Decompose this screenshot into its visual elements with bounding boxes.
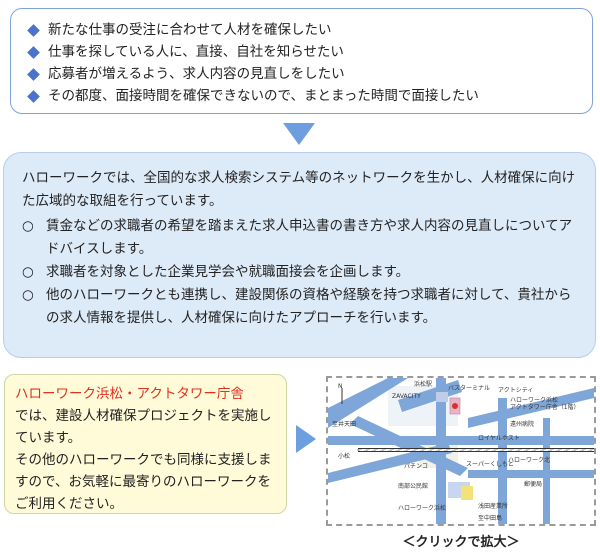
- office-name-link[interactable]: ハローワーク浜松・アクトタワー庁舎: [15, 386, 244, 402]
- map-label-hw-act: ハローワーク浜松: [510, 396, 558, 404]
- map-label-zavacity: ZAVACITY: [392, 393, 421, 400]
- map-label-shiritsu: 至井天田: [332, 420, 356, 428]
- need-text: 仕事を探している人に、直接、自社を知らせたい: [48, 44, 344, 60]
- map-label-route-to: 至中田島: [478, 514, 502, 522]
- support-item-text: 賃金などの求職者の希望を踏まえた求人申込書の書き方や求人内容の見直しについてアド…: [46, 218, 573, 257]
- enlarge-caption[interactable]: ＜クリックで拡大＞: [402, 535, 520, 550]
- circle-bullet-icon: ○: [22, 264, 34, 280]
- right-arrow-icon: [296, 425, 316, 453]
- need-text: 応募者が増えるよう、求人内容の見直しをしたい: [48, 66, 345, 82]
- map-label-enshu: 遠州病院: [510, 420, 534, 428]
- map-label-supermarket: スーパーくしもと: [466, 461, 514, 468]
- need-text: その都度、面接時間を確保できないので、まとまった時間で面接したい: [48, 88, 479, 104]
- map-label-hw-hamamatsu: ハローワーク浜松: [398, 504, 446, 512]
- diamond-bullet-icon: [27, 67, 40, 81]
- diamond-bullet-icon: [27, 45, 40, 59]
- support-item-text: 他のハローワークとも連携し、建設関係の資格や経験を持つ求職者に対して、貴社からの…: [46, 287, 572, 326]
- circle-bullet-icon: ○: [22, 287, 34, 303]
- need-text: 新たな仕事の受注に合わせて人材を確保したい: [48, 22, 332, 38]
- needs-box: 新たな仕事の受注に合わせて人材を確保したい 仕事を探している人に、直接、自社を知…: [10, 8, 593, 114]
- support-box: ハローワークでは、全国的な求人検索システム等のネットワークを生かし、人材確保に向…: [3, 152, 596, 358]
- diamond-bullet-icon: [27, 89, 40, 103]
- map-label-parking: パチンコ: [404, 463, 428, 470]
- map-label-act-city: アクトシティ: [498, 387, 533, 394]
- down-arrow-icon: [283, 123, 315, 145]
- need-item: その都度、面接時間を確保できないので、まとまった時間で面接したい: [23, 85, 580, 107]
- need-item: 新たな仕事の受注に合わせて人材を確保したい: [23, 19, 580, 41]
- office-text: では、建設人材確保プロジェクトを実施しています。 その他のハローワークでも同様に…: [15, 408, 272, 512]
- map-north-label: N: [338, 383, 343, 390]
- map-label-station-top: 浜松駅: [414, 380, 432, 388]
- support-item: ○ 賃金などの求職者の希望を踏まえた求人申込書の書き方や求人内容の見直しについて…: [22, 215, 579, 261]
- office-box: ハローワーク浜松・アクトタワー庁舎 では、建設人材確保プロジェクトを実施していま…: [4, 374, 287, 514]
- circle-bullet-icon: ○: [22, 218, 34, 234]
- support-item: ○ 他のハローワークとも連携し、建設関係の資格や経験を持つ求職者に対して、貴社か…: [22, 284, 579, 330]
- map-label-post: 郵便局: [524, 480, 542, 488]
- need-item: 仕事を探している人に、直接、自社を知らせたい: [23, 41, 580, 63]
- need-item: 応募者が増えるよう、求人内容の見直しをしたい: [23, 63, 580, 85]
- map-label-hospital: 浅田産業所: [478, 502, 508, 510]
- map-label-busterminal: バスターミナル: [448, 384, 490, 392]
- map-thumbnail[interactable]: N ZAVACITY 浜松駅 アクトシティ ハローワーク浜松 アクトタワー庁舎（…: [326, 376, 596, 526]
- diamond-bullet-icon: [27, 23, 40, 37]
- map-label-hw-north: ハローワーク北: [508, 456, 550, 464]
- support-item-text: 求職者を対象とした企業見学会や就職面接会を企画します。: [46, 264, 410, 280]
- map-label-komatsu: 小松: [338, 452, 350, 460]
- map-label-royal-host: ロイヤルホスト: [478, 435, 520, 442]
- support-item: ○ 求職者を対象とした企業見学会や就職面接会を企画します。: [22, 261, 579, 284]
- map-label-school: 南部公民館: [398, 482, 428, 490]
- support-intro: ハローワークでは、全国的な求人検索システム等のネットワークを生かし、人材確保に向…: [22, 170, 576, 209]
- map-graphic: N ZAVACITY 浜松駅 アクトシティ ハローワーク浜松 アクトタワー庁舎（…: [328, 378, 594, 524]
- location-marker-icon: [452, 403, 458, 409]
- map-label-hw-act-sub: アクトタワー庁舎（1階）: [510, 403, 580, 411]
